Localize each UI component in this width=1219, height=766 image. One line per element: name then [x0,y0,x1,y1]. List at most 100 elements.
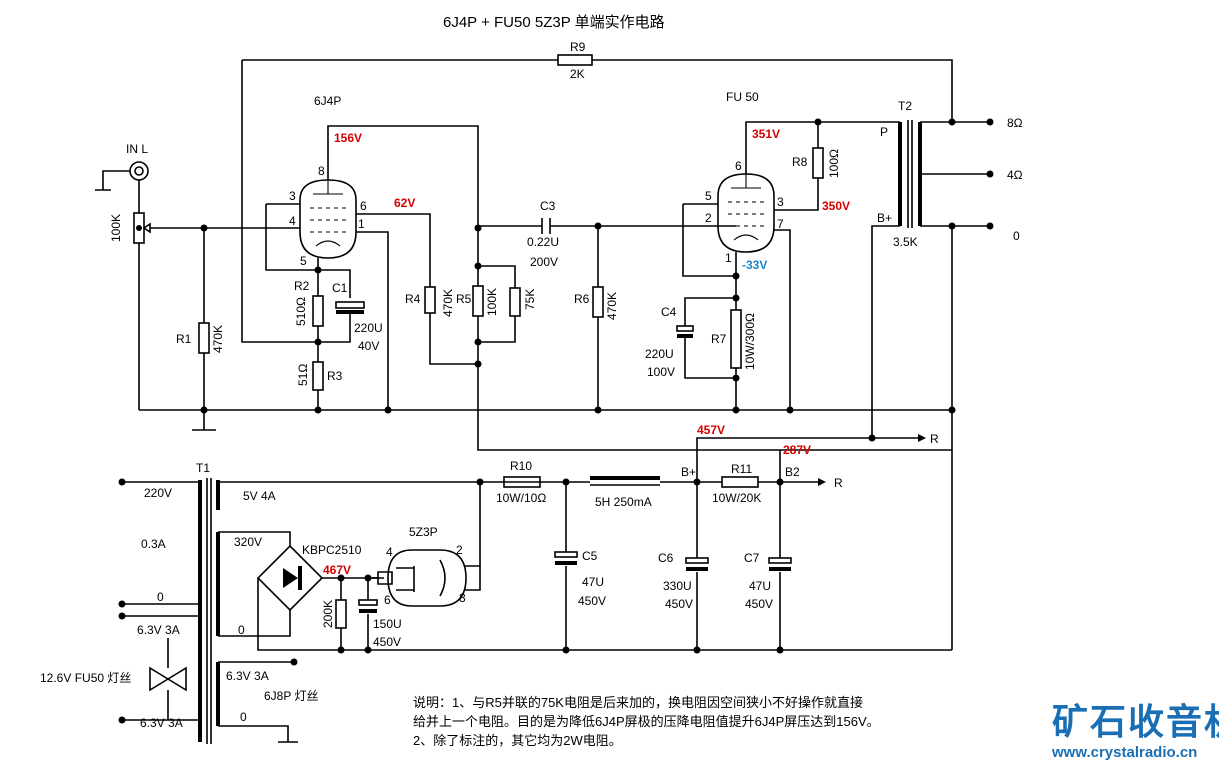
rectifier-voltage: 467V [323,563,351,577]
r2-label: R2 [294,279,310,293]
t1-current: 0.3A [141,537,166,551]
tube-5z3p [387,549,467,607]
r7-value: 10W/300Ω [743,313,757,370]
bridge-kbpc2510 [256,544,324,612]
feedback-wire-left [241,60,318,343]
r3-label: R3 [327,369,343,383]
input-label: IN L [126,142,148,156]
t1-5v: 5V 4A [243,489,276,503]
t2-tap-4: 4Ω [1007,168,1023,182]
tube-fu50-label: FU 50 [726,90,759,104]
resistor-r10 [503,476,541,488]
v1-pin8: 8 [318,164,325,178]
t1-zero: 0 [157,590,164,604]
c1-value: 220U [354,321,383,335]
r8-label: R8 [792,155,808,169]
resistor-r3 [312,361,324,391]
b2-voltage: 287V [783,443,811,457]
note-line-3: 2、除了标注的，其它均为2W电阻。 [413,733,622,748]
c7-value: 47U [749,579,771,593]
supply-r-bottom: R [834,476,843,490]
input-ground [95,170,130,191]
r6-label: R6 [574,292,590,306]
t1-6j8p-label: 6J8P 灯丝 [264,689,318,703]
site-logo: 矿石收音机 [1052,701,1219,742]
resistor-r4 [424,286,436,314]
v2-pin3: 3 [777,195,784,209]
c-150u-value: 150U [373,617,402,631]
t2-tap-0: 0 [1013,229,1020,243]
tube-fu50 [717,173,775,253]
v1-pin1: 1 [358,217,365,231]
t2-bplus-label: B+ [877,211,892,225]
t2-primary-label: P [880,125,888,139]
capacitor-c3 [541,218,551,234]
feedback-wire [242,59,953,122]
r-200k-value: 200K [321,600,335,628]
t1-320v-zero: 0 [238,623,245,637]
r2-value: 510Ω [294,297,308,326]
bridge-label: KBPC2510 [302,543,362,557]
r10-value: 10W/10Ω [496,491,546,505]
rect-pin2: 2 [456,543,463,557]
t1-63v-c: 6.3V 3A [226,669,269,683]
r11-label: R11 [731,462,752,476]
t2-label: T2 [898,99,912,113]
input-jack-icon [129,161,149,181]
resistor-r1 [198,322,210,354]
c6-voltage: 450V [665,597,693,611]
note-line-1: 说明：1、与R5并联的75K电阻是后来加的，换电阻因空间狭小不好操作就直接 [413,695,863,710]
v1-pin3: 3 [289,189,296,203]
v1-screen-voltage: 62V [394,196,415,210]
c5-label: C5 [582,549,598,563]
v2-screen-voltage: 350V [822,199,850,213]
t1-heater-zero: 0 [240,710,247,724]
c4-value: 220U [645,347,674,361]
tube-6j4p-label: 6J4P [314,94,341,108]
v2-cathode-voltage: -33V [742,258,767,272]
r4-label: R4 [405,292,421,306]
c5-value: 47U [582,575,604,589]
v2-pin6: 6 [735,159,742,173]
resistor-r5-parallel [509,287,521,317]
r7-label: R7 [711,332,727,346]
resistor-r7 [730,309,742,369]
resistor-r6 [592,286,604,318]
capacitor-c1 [335,301,365,309]
c5-voltage: 450V [578,594,606,608]
resistor-200k [335,599,347,629]
supply-r-top: R [930,432,939,446]
resistor-r2 [312,295,324,327]
v2-pin7: 7 [777,217,784,231]
c1-voltage: 40V [358,339,379,353]
r8-value: 100Ω [827,149,841,178]
tube-5z3p-label: 5Z3P [409,525,438,539]
capacitor-c7 [768,557,792,564]
r5p-value: 75K [523,289,537,310]
c1-label: C1 [332,281,348,295]
r9-value: 2K [570,67,585,81]
t1-320v: 320V [234,535,262,549]
note-line-2: 给并上一个电阻。目的是为降低6J4P屏极的压降电阻值提升6J4P屏压达到156V… [413,714,880,729]
c3-value: 0.22U [527,235,559,249]
filament-fu50 [149,666,187,692]
t1-label: T1 [196,461,210,475]
resistor-r9 [557,54,593,66]
r4-value: 470K [441,289,455,317]
c4-voltage: 100V [647,365,675,379]
t1-63v-b: 6.3V 3A [140,716,183,730]
c7-voltage: 450V [745,597,773,611]
capacitor-c5 [554,551,578,558]
rect-pin6: 6 [384,593,391,607]
c4-label: C4 [661,305,677,319]
c6-value: 330U [663,579,692,593]
rect-pin4: 4 [386,545,393,559]
t2-impedance: 3.5K [893,235,918,249]
choke-value: 5H 250mA [595,495,652,509]
resistor-r8 [812,147,824,179]
c6-label: C6 [658,551,674,565]
pot-value: 100K [109,214,123,242]
r10-label: R10 [510,459,532,473]
v1-pin5: 5 [300,254,307,268]
